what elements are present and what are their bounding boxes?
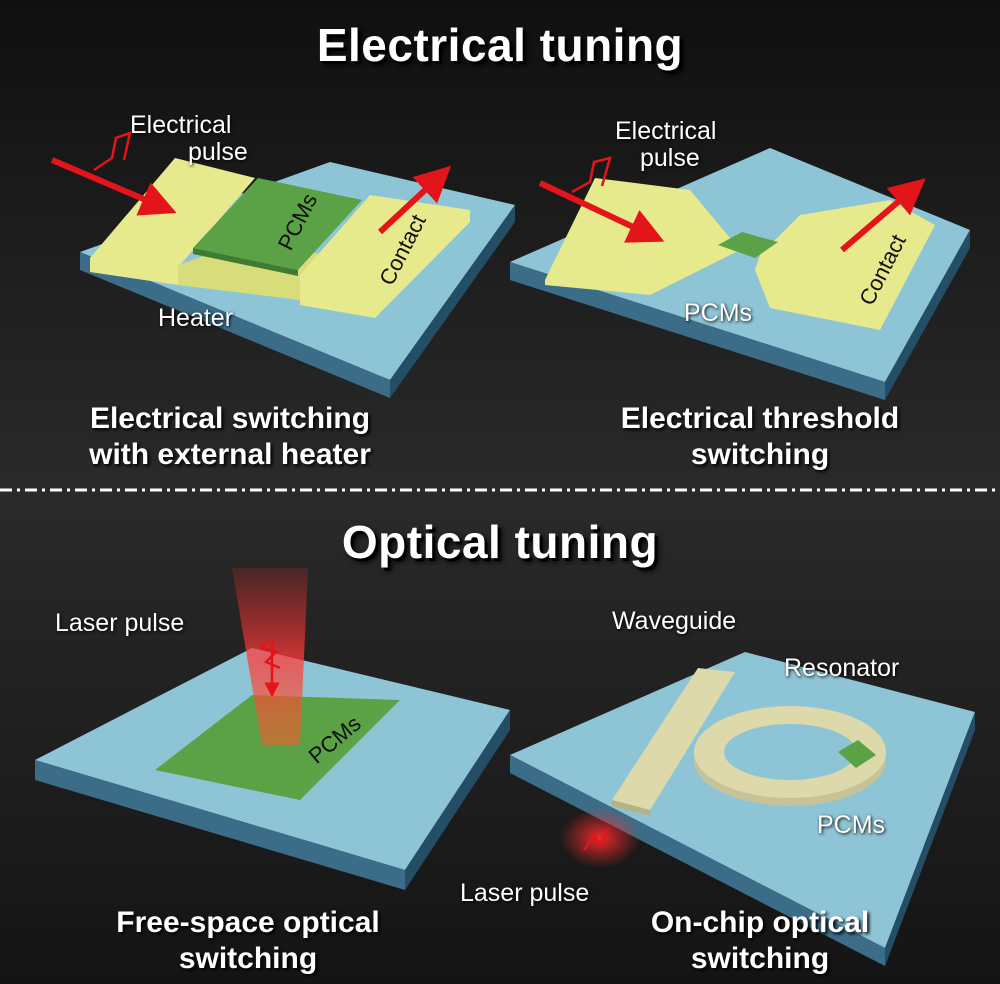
threshold-pulse-label-line1: Electrical: [615, 117, 717, 145]
heater-pulse-label-line2: pulse: [188, 138, 248, 166]
threshold-pcm-label: PCMs: [684, 299, 753, 327]
heater-caption-line2: with external heater: [89, 438, 371, 471]
heater-substrate-front: [80, 252, 390, 398]
threshold-device: [510, 148, 970, 400]
on-chip-substrate-front: [510, 755, 885, 966]
heater-caption-line1: Electrical switching: [89, 402, 371, 435]
heater-label: Heater: [158, 304, 234, 332]
free-space-pulse-icon: [259, 639, 281, 670]
threshold-substrate-side: [885, 230, 970, 400]
free-space-device: [35, 568, 510, 890]
free-space-substrate-side: [405, 710, 510, 890]
on-chip-caption: On-chip optical switching: [560, 905, 960, 977]
heater-substrate-side: [390, 205, 515, 398]
threshold-pulse-arrow-out: [840, 178, 926, 253]
heater-pcm-block-side: [193, 248, 298, 276]
resonator-label: Resonator: [784, 654, 900, 682]
laser-spot: [560, 808, 640, 868]
on-chip-caption-line2: switching: [690, 942, 830, 975]
heater-device: [50, 131, 515, 398]
on-chip-pulse-icon: [582, 827, 610, 851]
heater-pulse-arrow-in: [50, 157, 177, 216]
threshold-caption-line1: Electrical threshold: [620, 402, 900, 435]
threshold-pulse-label: Electrical pulse: [615, 118, 716, 172]
section-title-electrical: Electrical tuning: [316, 19, 684, 71]
waveguide-front: [612, 800, 650, 816]
heater-pcm-block: [193, 178, 362, 270]
heater-right-electrode: [300, 195, 470, 318]
on-chip-laser-label: Laser pulse: [460, 879, 590, 907]
waveguide: [612, 668, 735, 810]
threshold-pulse-arrow-in: [538, 180, 665, 243]
heater-caption: Electrical switching with external heate…: [30, 401, 430, 473]
on-chip-pcm-label: PCMs: [817, 811, 886, 839]
free-space-pcm-film: [155, 695, 400, 800]
free-space-laser-label: Laser pulse: [55, 609, 185, 637]
heater-pulse-label-line1: Electrical: [130, 111, 232, 139]
ring-resonator: [694, 706, 886, 806]
on-chip-pcm-patch: [838, 740, 876, 768]
heater-left-electrode: [90, 158, 255, 285]
threshold-substrate-front: [510, 262, 885, 400]
heater-pulse-arrow-out: [377, 165, 452, 235]
free-space-caption-line1: Free-space optical: [116, 906, 380, 939]
threshold-pulse-label-line2: pulse: [640, 144, 700, 172]
heater-pulse-icon: [93, 131, 132, 172]
threshold-right-electrode: [755, 200, 935, 330]
free-space-substrate-front: [35, 760, 405, 890]
threshold-caption-line2: switching: [690, 438, 830, 471]
threshold-caption: Electrical threshold switching: [560, 401, 960, 473]
threshold-pcm-bridge: [718, 232, 778, 258]
waveguide-label: Waveguide: [612, 607, 737, 635]
on-chip-caption-line1: On-chip optical: [650, 906, 870, 939]
on-chip-substrate-side: [885, 712, 975, 966]
threshold-pulse-icon: [571, 156, 612, 194]
free-space-caption-line2: switching: [178, 942, 318, 975]
free-space-caption: Free-space optical switching: [48, 905, 448, 977]
section-title-optical: Optical tuning: [341, 516, 659, 568]
on-chip-device: [510, 652, 975, 966]
heater-pulse-label: Electrical pulse: [130, 112, 248, 166]
